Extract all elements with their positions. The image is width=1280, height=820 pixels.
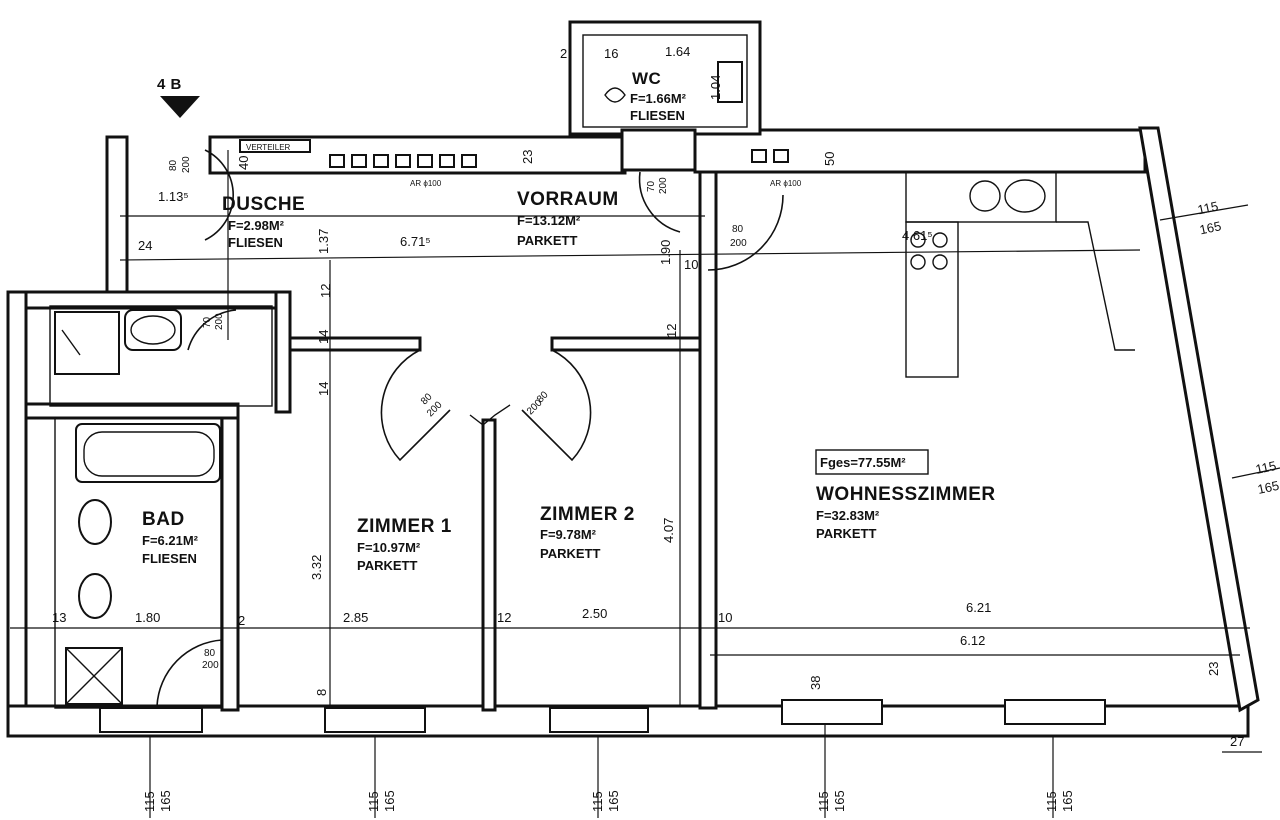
- vorraum-name: VORRAUM: [517, 189, 619, 210]
- dusche-floor: FLIESEN: [228, 235, 283, 250]
- dim-label: 2.85: [343, 610, 368, 625]
- window-label: 165: [606, 790, 621, 812]
- dim-label: 6.21: [966, 600, 991, 615]
- ar-label-1: AR ϕ100: [410, 179, 442, 188]
- total-area-box: [815, 449, 929, 475]
- door-label: 70: [202, 316, 213, 328]
- dimension-lines: [10, 150, 1280, 818]
- window-label: 165: [832, 790, 847, 812]
- doors: [156, 149, 784, 707]
- dim-label: 24: [138, 238, 152, 253]
- dim-label: 4.07: [661, 518, 676, 543]
- wc-name: WC: [632, 69, 661, 88]
- vorraum-area: F=13.12M²: [517, 213, 581, 228]
- door-labels: 80 200 70 200 80 200 70 200 80 200 80 20…: [168, 156, 747, 671]
- window-labels: 115 165 115 165 115 165 115 165 115 165 …: [142, 198, 1280, 812]
- section-arrow-icon: [160, 96, 200, 118]
- wc-floor: FLIESEN: [630, 108, 685, 123]
- dim-label: 1.90: [658, 240, 673, 265]
- dim-label: 13: [52, 610, 66, 625]
- vorraum-floor: PARKETT: [517, 233, 577, 248]
- wc-area: F=1.66M²: [630, 91, 687, 106]
- dim-label: 40: [236, 156, 251, 170]
- dim-label: 10: [718, 610, 732, 625]
- zimmer2-name: ZIMMER 2: [540, 504, 635, 525]
- dim-label: 1.13⁵: [158, 189, 189, 204]
- bad-floor: FLIESEN: [142, 551, 197, 566]
- dimension-labels: 2 16 1.64 1.04 1.13⁵ 24 40 1.37 6.71⁵ 23…: [52, 44, 1244, 749]
- dim-label: 1.80: [135, 610, 160, 625]
- door-label: 200: [202, 660, 219, 671]
- zimmer2-area: F=9.78M²: [540, 527, 597, 542]
- door-label: 80: [732, 224, 744, 235]
- window-label: 165: [1198, 218, 1222, 237]
- wohnesszimmer-name: WOHNESSZIMMER: [816, 484, 996, 505]
- distribution-box: [239, 139, 311, 153]
- dim-label: 2: [560, 46, 567, 61]
- door-label: 200: [181, 156, 192, 173]
- dim-label: 2.50: [582, 606, 607, 621]
- door-label: 70: [646, 180, 657, 192]
- dim-label: 8: [314, 689, 329, 696]
- dusche-area: F=2.98M²: [228, 218, 285, 233]
- dim-label: 6.71⁵: [400, 234, 431, 249]
- window-label: 115: [816, 791, 831, 812]
- dim-label: 1.64: [665, 44, 690, 59]
- window-label: 165: [158, 790, 173, 812]
- bad-name: BAD: [142, 509, 185, 530]
- zimmer1-area: F=10.97M²: [357, 540, 421, 555]
- windows: [99, 699, 1106, 733]
- dim-label: 2: [238, 613, 245, 628]
- dim-label: 4.61⁵: [902, 228, 933, 243]
- section-marker-label: 4 B: [157, 76, 182, 93]
- dim-label: 6.12: [960, 633, 985, 648]
- dim-label: 50: [822, 152, 837, 166]
- total-area: Fges=77.55M²: [820, 455, 906, 470]
- dim-label: 27: [1230, 734, 1244, 749]
- door-label: 200: [658, 177, 669, 194]
- dim-label: 12: [497, 610, 511, 625]
- dim-label: 23: [520, 150, 535, 164]
- dim-label: 14: [316, 330, 331, 344]
- wohnesszimmer-area: F=32.83M²: [816, 508, 880, 523]
- window-label: 115: [1254, 458, 1277, 477]
- window-label: 115: [1044, 791, 1059, 812]
- outer-walls: [6, 20, 1260, 738]
- window-label: 115: [590, 791, 605, 812]
- dim-label: 10: [684, 257, 698, 272]
- fixtures: [54, 61, 1135, 705]
- door-label: 200: [214, 313, 225, 330]
- window-label: 165: [382, 790, 397, 812]
- window-label: 115: [366, 791, 381, 812]
- zimmer1-name: ZIMMER 1: [357, 516, 452, 537]
- window-label: 165: [1060, 790, 1075, 812]
- window-label: 165: [1256, 478, 1280, 497]
- dim-label: 16: [604, 46, 618, 61]
- dim-label: 3.32: [309, 555, 324, 580]
- bad-area: F=6.21M²: [142, 533, 199, 548]
- wohnesszimmer-floor: PARKETT: [816, 526, 876, 541]
- window-label: 115: [1196, 198, 1219, 217]
- door-label: 200: [730, 238, 747, 249]
- door-label: 80: [168, 159, 179, 171]
- zimmer1-floor: PARKETT: [357, 558, 417, 573]
- kitchen-unit: [905, 171, 1135, 378]
- door-label: 80: [204, 648, 216, 659]
- verteiler-label: VERTEILER: [246, 143, 291, 152]
- dim-label: 12: [318, 284, 333, 298]
- ar-label-2: AR ϕ100: [770, 179, 802, 188]
- dim-label: 12: [664, 324, 679, 338]
- zimmer2-floor: PARKETT: [540, 546, 600, 561]
- dim-label: 1.04: [708, 75, 723, 100]
- dusche-name: DUSCHE: [222, 194, 305, 215]
- dim-label: 38: [808, 676, 823, 690]
- window-label: 115: [142, 791, 157, 812]
- dim-label: 1.37: [316, 229, 331, 254]
- wardrobe-row: [329, 149, 789, 168]
- dim-label: 14: [316, 382, 331, 396]
- dim-label: 23: [1206, 662, 1221, 676]
